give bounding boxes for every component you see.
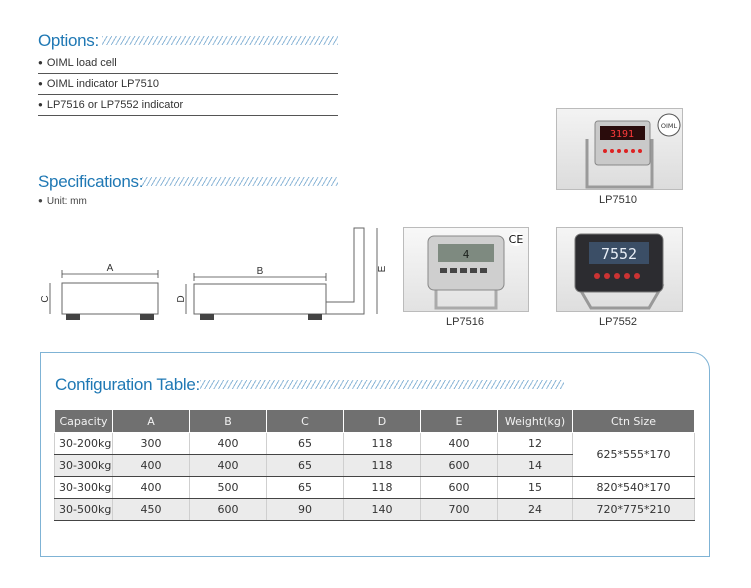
cell-capacity: 30-200kg [54,432,113,455]
cell-d: 118 [343,432,421,455]
cell-a: 400 [112,454,190,477]
ce-badge-text: CE [509,233,524,246]
header-ctn-size: Ctn Size [572,409,695,433]
header-d: D [343,409,421,433]
cell-e: 700 [420,498,498,521]
cell-weight: 24 [497,498,573,521]
options-title: Options: [38,31,99,50]
table-row: 30-500kg 450 600 90 140 700 24 720*775*2… [54,498,695,521]
table-row: 30-300kg 400 400 65 118 600 14 [54,454,695,477]
table-row: 30-300kg 400 500 65 118 600 15 820*540*1… [54,476,695,499]
dimension-label-c: C [40,295,51,302]
cell-d: 140 [343,498,421,521]
cell-ctn-size: 625*555*170 [572,432,695,477]
cell-d: 118 [343,454,421,477]
cell-e: 600 [420,476,498,499]
dimension-label-b: B [257,266,264,277]
cell-a: 400 [112,476,190,499]
option-item: OIML indicator LP7510 [38,74,338,95]
dimension-label-d: D [176,295,187,302]
cell-capacity: 30-500kg [54,498,113,521]
cell-weight: 14 [497,454,573,477]
lp7552-display-text: 7552 [601,245,637,263]
header-c: C [266,409,344,433]
lp7510-indicator-image: 3191 OIML [585,113,681,189]
svg-text:4: 4 [463,248,470,261]
cell-e: 600 [420,454,498,477]
cell-c: 65 [266,476,344,499]
unit-note: Unit: mm [38,196,87,207]
header-capacity: Capacity [54,409,113,433]
dimension-label-e: E [377,265,386,272]
option-item: LP7516 or LP7552 indicator [38,95,338,116]
lp7516-photo: 4 CE [403,227,529,312]
option-item: OIML load cell [38,53,338,74]
cell-capacity: 30-300kg [54,454,113,477]
cell-capacity: 30-300kg [54,476,113,499]
lp7552-photo: 7552 [556,227,683,312]
configuration-title: Configuration Table: [55,375,200,394]
configuration-title-rule [200,380,564,389]
lp7510-display-text: 3191 [610,129,634,140]
specifications-title: Specifications: [38,172,144,191]
table-row: 30-200kg 300 400 65 118 400 12 625*555*1… [54,432,695,477]
header-b: B [189,409,267,433]
cell-b: 600 [189,498,267,521]
lp7552-indicator-image: 7552 [574,233,665,310]
cell-ctn-size: 720*775*210 [572,498,695,521]
cell-weight: 15 [497,476,573,499]
lp7552-caption: LP7552 [599,316,637,328]
header-weight: Weight(kg) [497,409,573,433]
cell-c: 65 [266,432,344,455]
cell-b: 500 [189,476,267,499]
lp7516-caption: LP7516 [446,316,484,328]
lp7510-photo: 3191 OIML [556,108,683,190]
cell-c: 65 [266,454,344,477]
header-a: A [112,409,190,433]
cell-b: 400 [189,454,267,477]
configuration-table: Capacity A B C D E Weight(kg) Ctn Size 3… [54,409,695,521]
cell-b: 400 [189,432,267,455]
cell-d: 118 [343,476,421,499]
cell-ctn-size: 820*540*170 [572,476,695,499]
table-header-row: Capacity A B C D E Weight(kg) Ctn Size [54,409,695,433]
cell-e: 400 [420,432,498,455]
specifications-title-rule [142,177,338,186]
oiml-badge-text: OIML [661,122,678,130]
cell-a: 450 [112,498,190,521]
lp7510-caption: LP7510 [599,194,637,206]
cell-weight: 12 [497,432,573,455]
options-list: OIML load cell OIML indicator LP7510 LP7… [38,53,338,116]
configuration-panel [40,352,710,557]
cell-c: 90 [266,498,344,521]
dimension-label-a: A [107,263,114,274]
cell-a: 300 [112,432,190,455]
lp7516-indicator-image: 4 CE [427,232,524,310]
options-title-rule [102,36,338,45]
dimension-drawing: A B C D E [40,227,386,320]
header-e: E [420,409,498,433]
